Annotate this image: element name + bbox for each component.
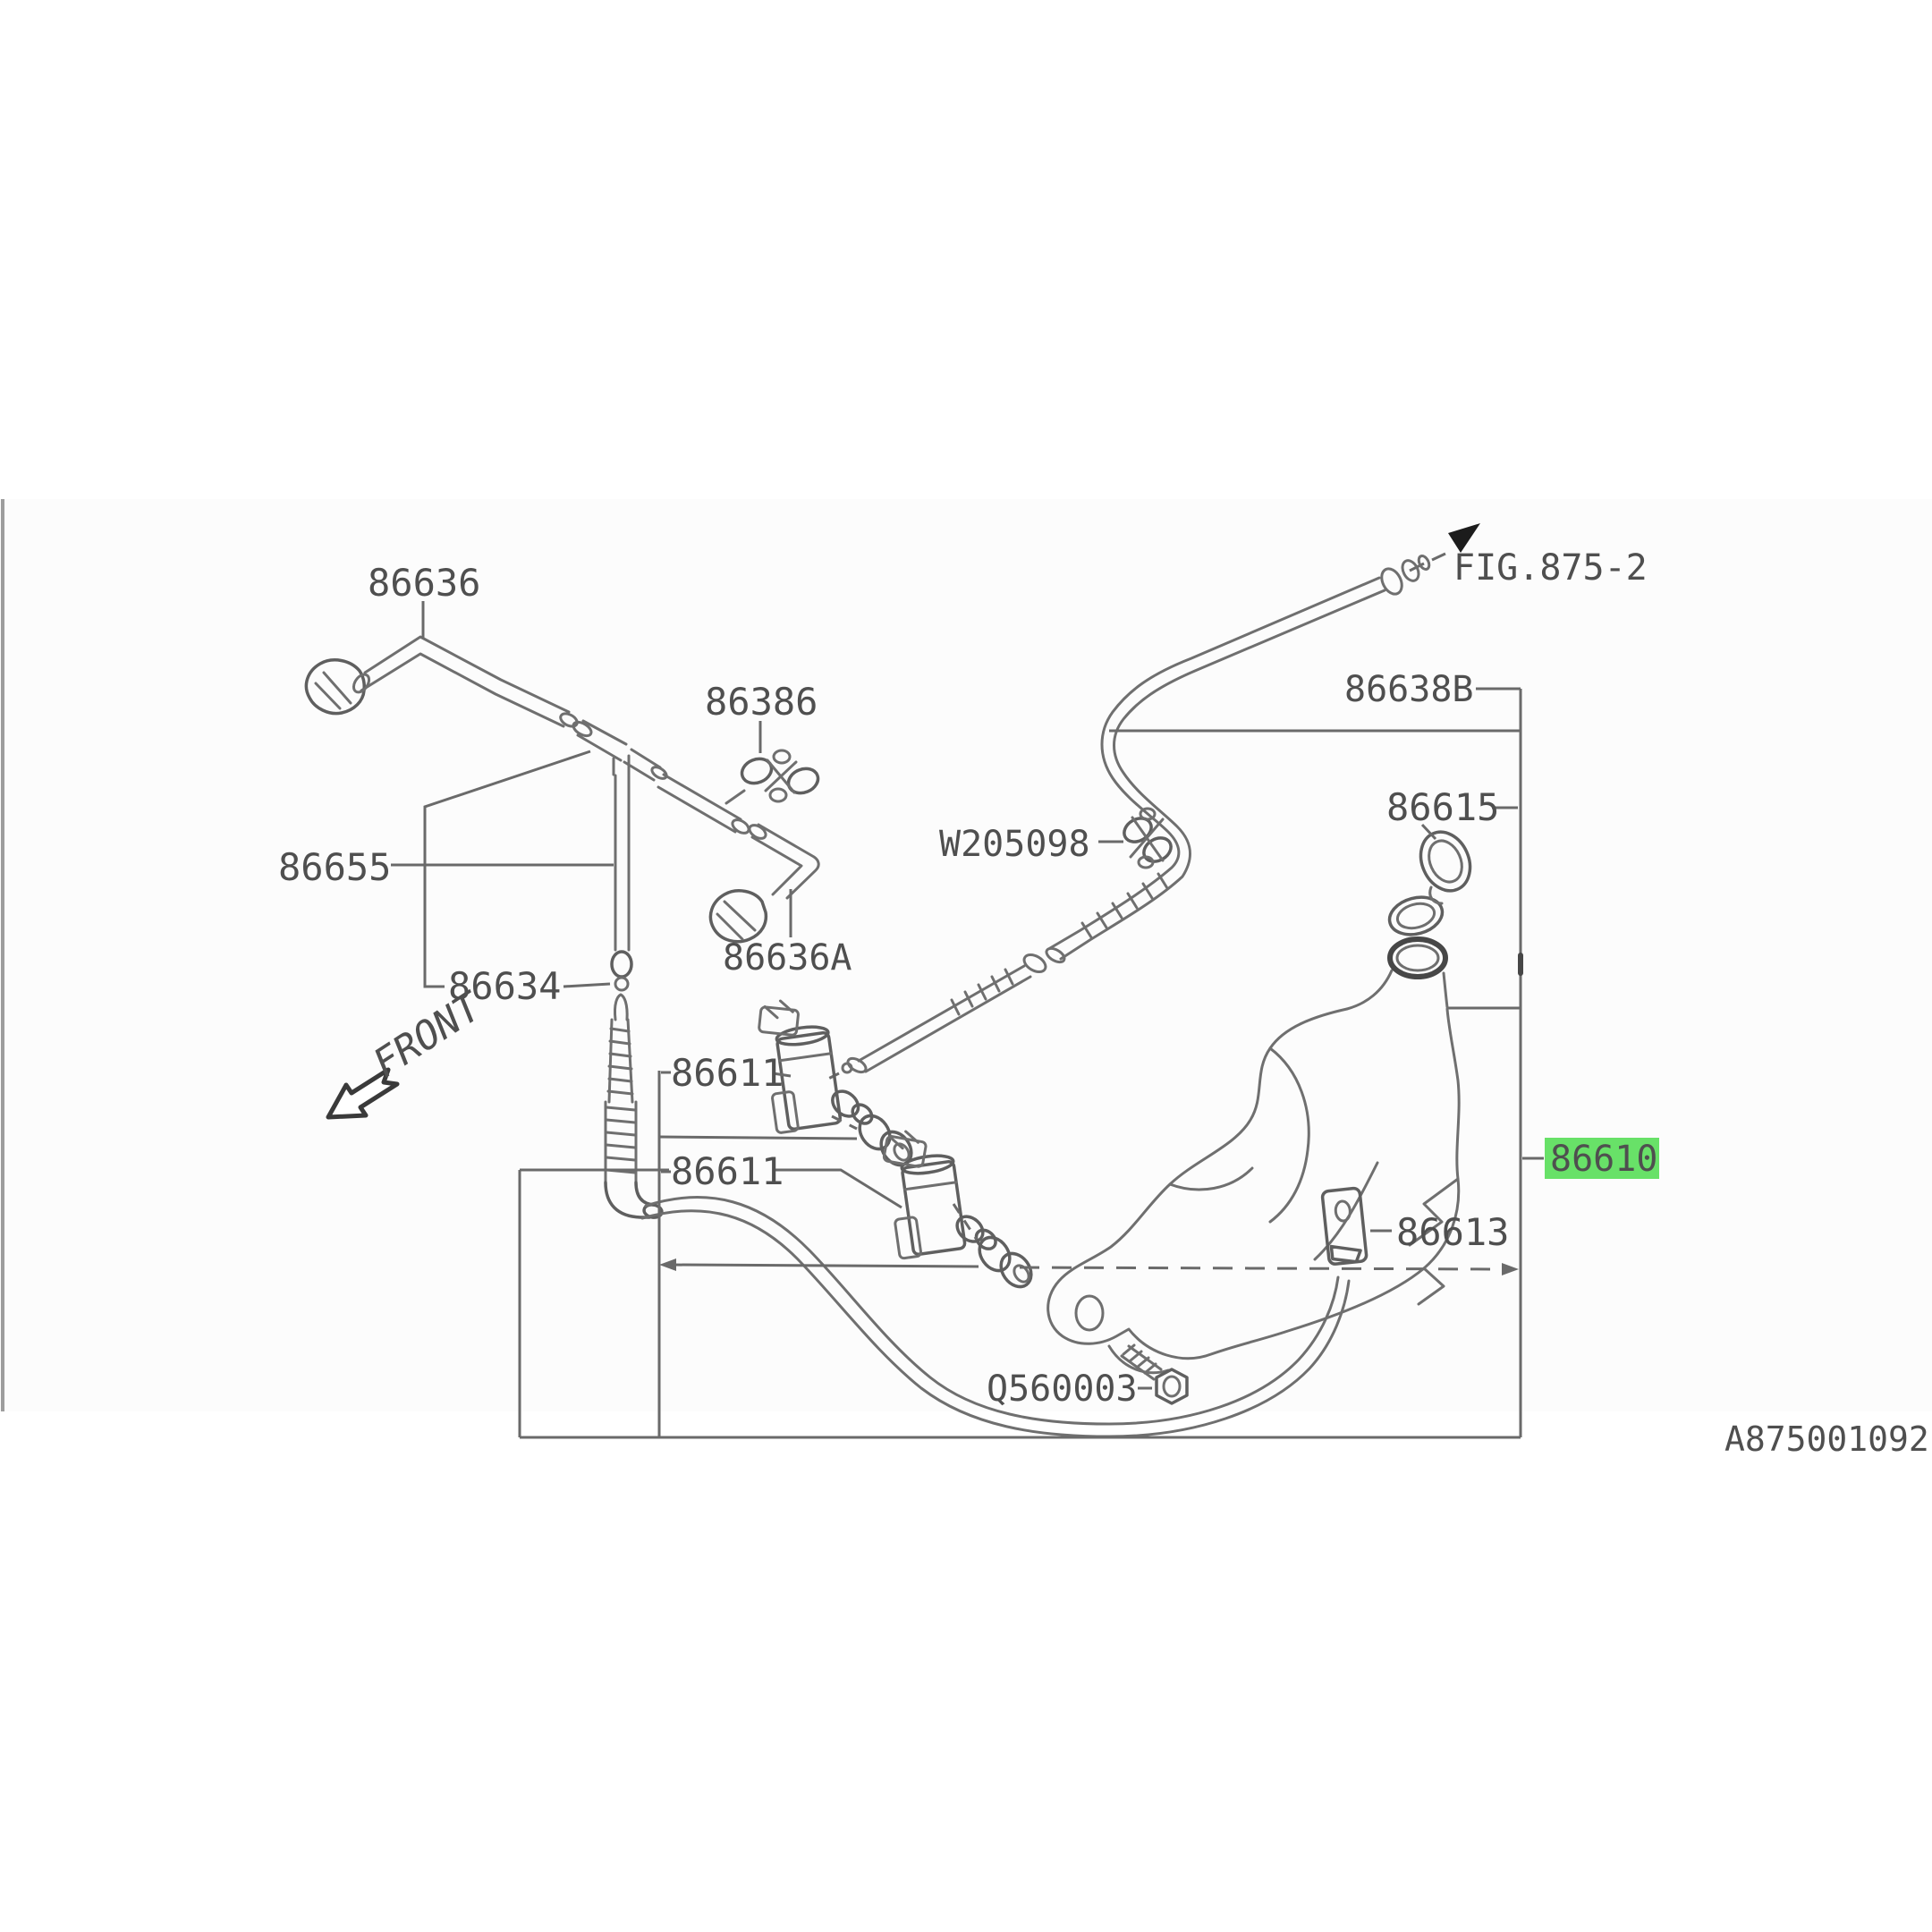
under-tank-hose-drawing <box>640 1196 1351 1438</box>
front-label: FRONT <box>365 983 491 1087</box>
image-frame-band <box>0 499 1932 1411</box>
front-washer-hose-drawing <box>304 635 668 782</box>
washer-pump-2-drawing <box>882 1130 997 1260</box>
front-washer-hose-b-drawing <box>657 773 820 944</box>
leader-86638B <box>1109 687 1521 733</box>
grommet-1-drawing <box>831 1114 913 1167</box>
leader-86615 <box>1420 806 1518 841</box>
hose-clamp-drawing <box>724 749 820 805</box>
leader-86634 <box>423 750 611 988</box>
assembly-bracket-lines <box>518 689 1523 1439</box>
leader-86611-1 <box>658 1071 858 1140</box>
part-label-86634: 86634 <box>448 964 561 1008</box>
leader-86611-2 <box>520 1168 902 1209</box>
part-label-86613: 86613 <box>1396 1210 1509 1254</box>
spray-riser-drawing <box>604 993 664 1219</box>
part-label-86611-1: 86611 <box>671 1051 784 1095</box>
hose-clip-drawing <box>1123 807 1173 869</box>
highlight-86610 <box>1545 1138 1659 1179</box>
part-label-Q560003: Q560003 <box>987 1368 1138 1410</box>
tank-bolt-drawing <box>1120 1343 1189 1405</box>
grommet-2-drawing <box>952 1203 1033 1289</box>
part-label-86615: 86615 <box>1386 785 1499 829</box>
part-label-86636: 86636 <box>368 561 480 605</box>
part-label-86638B: 86638B <box>1344 669 1474 710</box>
washer-tank-drawing <box>1046 895 1461 1375</box>
part-label-86655: 86655 <box>278 845 391 889</box>
tank-bracket-drawing <box>1320 1186 1368 1266</box>
part-label-86636A: 86636A <box>723 937 852 979</box>
part-label-86610: 86610 <box>1550 1139 1657 1180</box>
front-direction-arrow <box>326 1067 400 1120</box>
part-label-86611-2: 86611 <box>671 1149 784 1193</box>
doc-code: A875001092 <box>1724 1419 1929 1459</box>
part-label-W205098: W205098 <box>939 824 1090 865</box>
part-label-86386: 86386 <box>705 680 818 724</box>
washer-tube-drawing <box>610 774 633 992</box>
rear-washer-hose-drawing <box>824 555 1431 1082</box>
fig-ref-label: FIG.875-2 <box>1453 547 1648 589</box>
filler-cap-drawing <box>1419 830 1472 905</box>
washer-pump-1-drawing <box>758 999 874 1134</box>
image-frame-left-edge <box>1 499 4 1411</box>
